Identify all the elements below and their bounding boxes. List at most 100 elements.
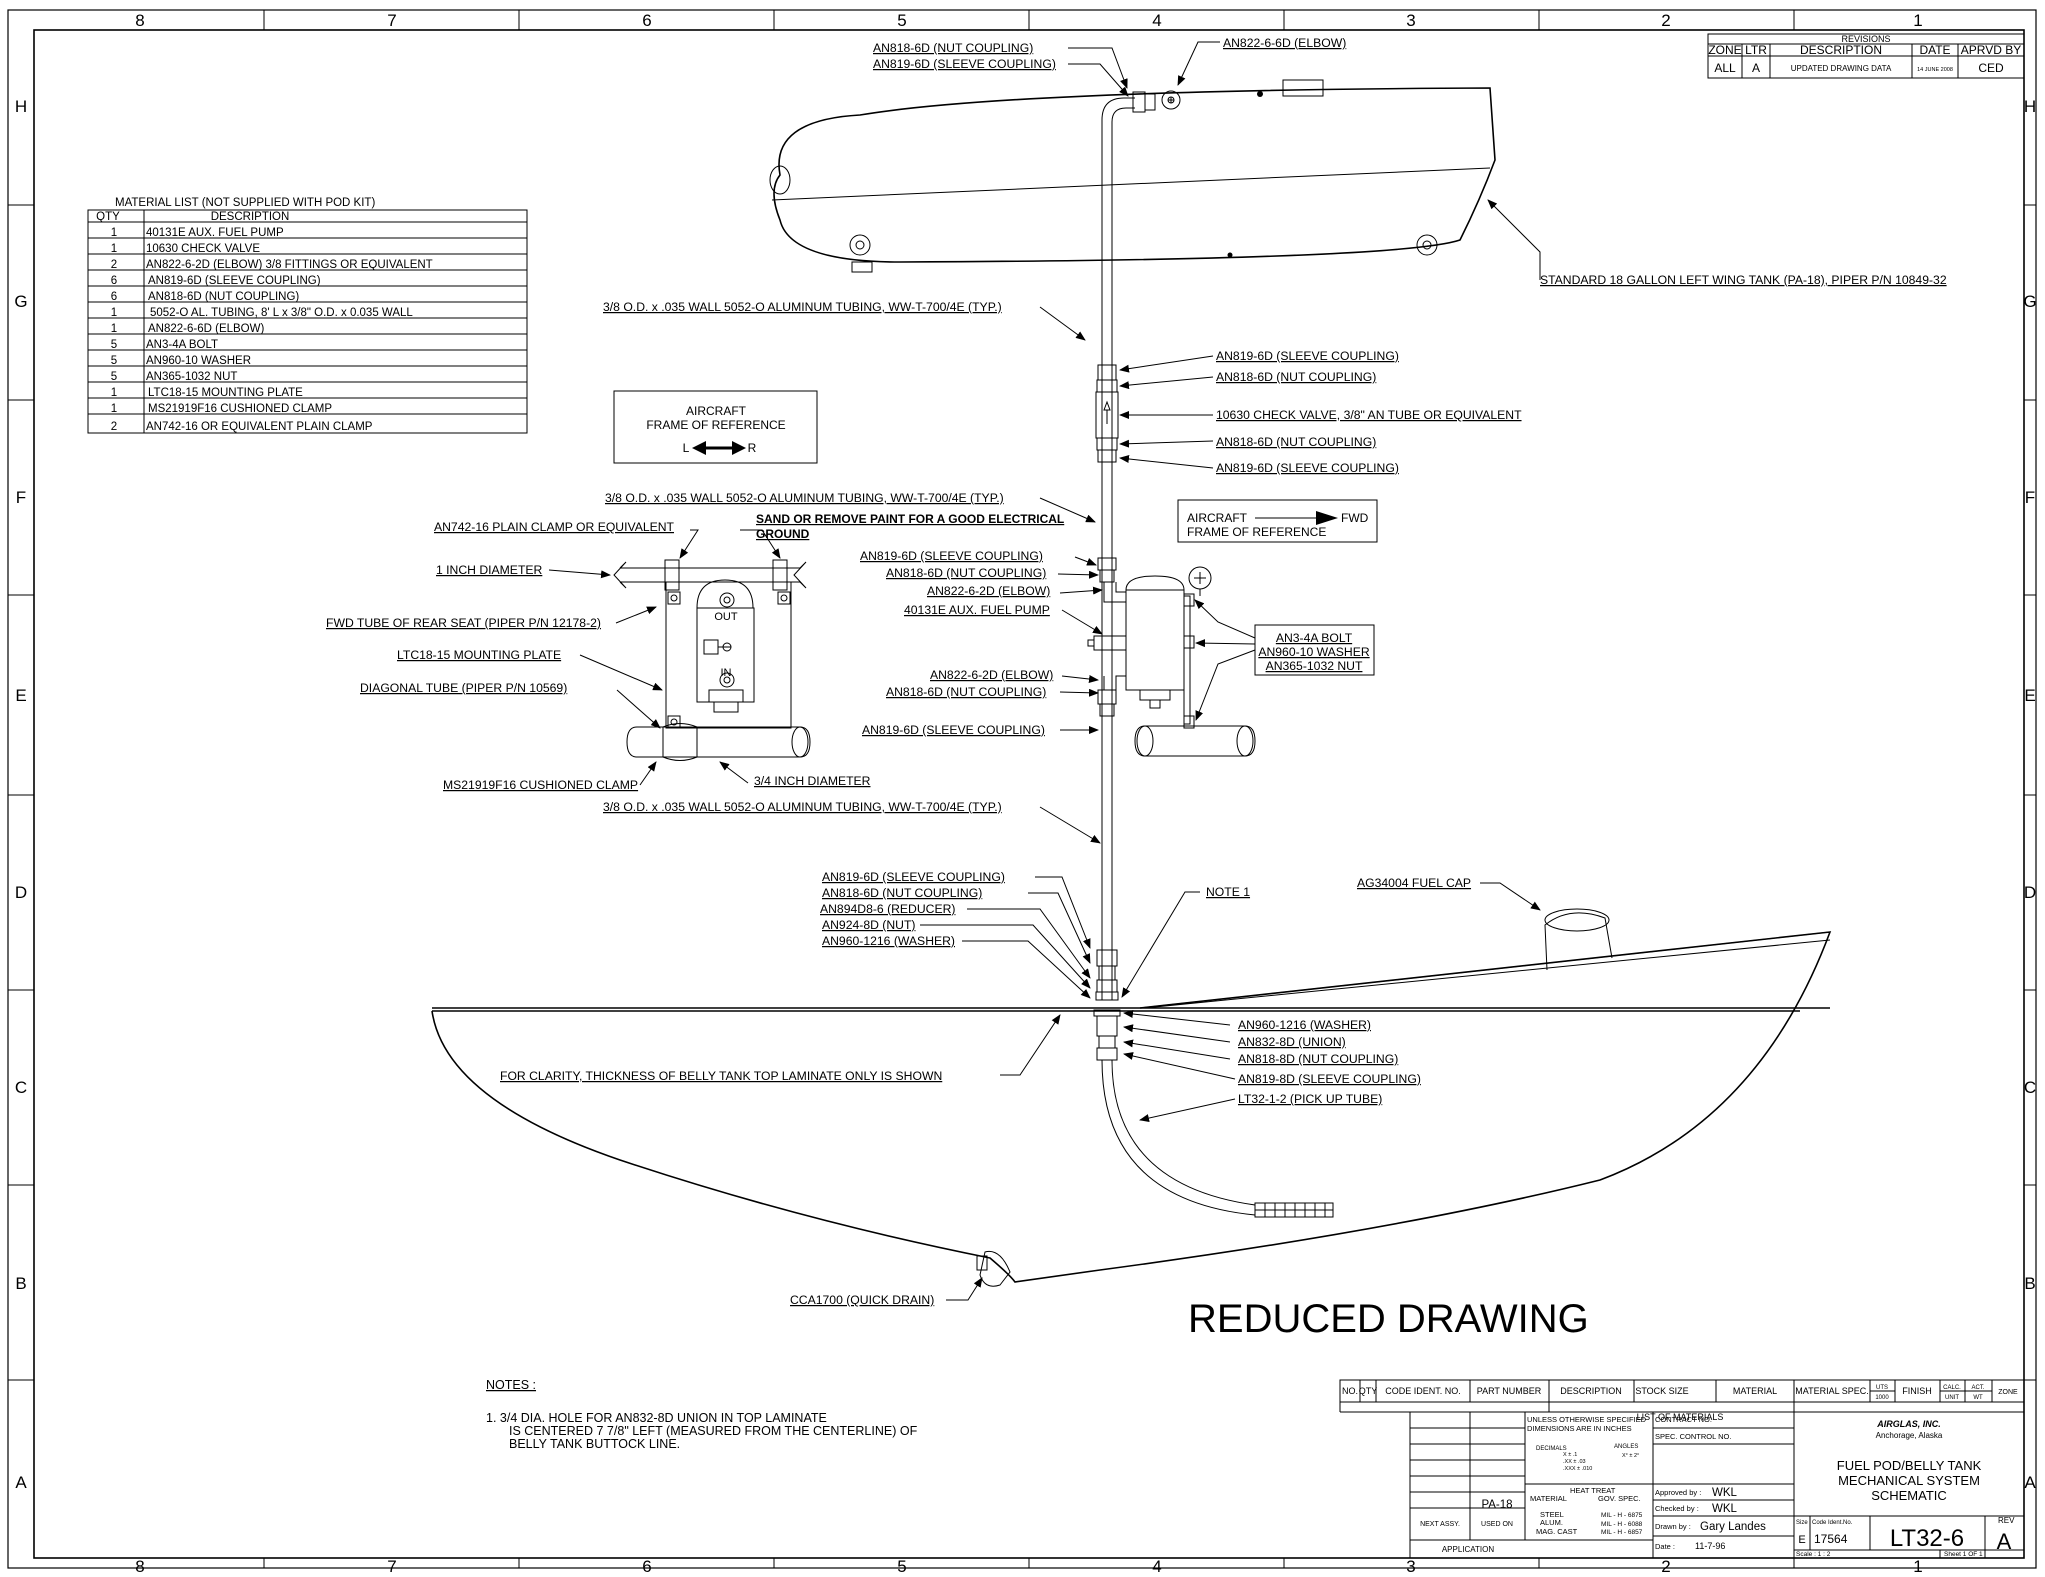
callout-d-reducer: AN894D8-6 (REDUCER) bbox=[820, 902, 955, 916]
belly-tank bbox=[431, 931, 1832, 1283]
callout-tubing-1: 3/8 O.D. x .035 WALL 5052-O ALUMINUM TUB… bbox=[603, 300, 1002, 314]
check-valve bbox=[1095, 364, 1119, 463]
rev-header: DESCRIPTION bbox=[1800, 43, 1882, 57]
ml-desc: AN742-16 OR EQUIVALENT PLAIN CLAMP bbox=[146, 421, 373, 433]
rev-header: APRVD BY bbox=[1961, 43, 2021, 57]
lom-header: QTY bbox=[1359, 1386, 1378, 1396]
frame-ref-text: AIRCRAFT bbox=[686, 404, 747, 418]
used-on-label: USED ON bbox=[1481, 1521, 1513, 1528]
lom-header: NO. bbox=[1342, 1386, 1358, 1396]
quick-drain bbox=[976, 1250, 1011, 1287]
col-label-bottom: 7 bbox=[387, 1557, 396, 1576]
tolerance-text: .XX ± .03 bbox=[1563, 1459, 1586, 1465]
callout-quick-drain: CCA1700 (QUICK DRAIN) bbox=[790, 1293, 934, 1307]
ml-qty: 2 bbox=[111, 421, 117, 433]
lom-header: FINISH bbox=[1902, 1386, 1932, 1396]
col-label-bottom: 6 bbox=[642, 1557, 651, 1576]
frame-of-reference-fwd: AIRCRAFT FRAME OF REFERENCE FWD bbox=[1177, 499, 1378, 543]
lom-header: MATERIAL SPEC. bbox=[1795, 1386, 1869, 1396]
application-label: APPLICATION bbox=[1442, 1545, 1495, 1554]
callout-d-818: AN818-6D (NUT COUPLING) bbox=[822, 886, 982, 900]
lom-header: CODE IDENT. NO. bbox=[1385, 1386, 1461, 1396]
col-label-top: 4 bbox=[1152, 11, 1161, 30]
heat-treat: MIL - H - 6088 bbox=[1601, 1521, 1643, 1528]
tolerance-text: .XXX ± .010 bbox=[1563, 1466, 1592, 1472]
date-value: 11-7-96 bbox=[1695, 1541, 1725, 1551]
date-label: Date : bbox=[1655, 1542, 1675, 1551]
heat-treat: MATERIAL bbox=[1530, 1494, 1567, 1503]
rev-header: ZONE bbox=[1708, 43, 1741, 57]
drawing-title: FUEL POD/BELLY TANK bbox=[1837, 1458, 1982, 1473]
lom-header: DESCRIPTION bbox=[1560, 1386, 1622, 1396]
frame-ref-text: AIRCRAFT bbox=[1187, 511, 1248, 525]
row-label-left: F bbox=[16, 488, 26, 507]
ml-qty: 6 bbox=[111, 275, 117, 287]
company-location: Anchorage, Alaska bbox=[1876, 1431, 1943, 1440]
ml-desc: 5052-O AL. TUBING, 8' L x 3/8" O.D. x 0.… bbox=[150, 307, 413, 319]
sheet-label: Sheet 1 OF 1 bbox=[1944, 1551, 1983, 1558]
material-list-table: MATERIAL LIST (NOT SUPPLIED WITH POD KIT… bbox=[87, 197, 528, 434]
aux-fuel-pump bbox=[1087, 566, 1256, 757]
col-label-top: 2 bbox=[1661, 11, 1670, 30]
revisions-title: REVISIONS bbox=[1841, 34, 1890, 44]
lom-header: CALC. bbox=[1943, 1385, 1961, 1391]
row-label-left: H bbox=[15, 97, 27, 116]
lom-header: PART NUMBER bbox=[1477, 1386, 1542, 1396]
callout-an819-top: AN819-6D (SLEEVE COUPLING) bbox=[873, 57, 1056, 71]
contract-no: CONTRACT NO. bbox=[1655, 1415, 1712, 1424]
ml-desc: 10630 CHECK VALVE bbox=[146, 243, 260, 255]
callout-tubing-2: 3/8 O.D. x .035 WALL 5052-O ALUMINUM TUB… bbox=[605, 491, 1004, 505]
row-label-right: A bbox=[2024, 1473, 2036, 1492]
ml-qty: 5 bbox=[111, 371, 117, 383]
heat-treat: HEAT TREAT bbox=[1570, 1486, 1616, 1495]
main-fuel-tube bbox=[1101, 97, 1135, 1000]
material-list-title: MATERIAL LIST (NOT SUPPLIED WITH POD KIT… bbox=[115, 197, 375, 209]
col-label-top: 8 bbox=[135, 11, 144, 30]
tolerance-text: X° ± 2° bbox=[1622, 1453, 1639, 1459]
rev-cell: 14 JUNE 2008 bbox=[1917, 67, 1953, 73]
row-label-right: H bbox=[2024, 97, 2036, 116]
callout-washer: AN960-10 WASHER bbox=[1258, 645, 1370, 659]
callout-three-quarter: 3/4 INCH DIAMETER bbox=[754, 774, 871, 788]
tolerance-text: DECIMALS bbox=[1536, 1446, 1567, 1452]
callout-wing-tank: STANDARD 18 GALLON LEFT WING TANK (PA-18… bbox=[1540, 273, 1947, 287]
lom-title: LIST OF MATERIALS bbox=[1637, 1412, 1724, 1422]
lom-header: WT bbox=[1973, 1395, 1983, 1401]
size-label: Size bbox=[1796, 1520, 1808, 1526]
callout-d-washer: AN960-1216 (WASHER) bbox=[822, 934, 955, 948]
callout-check-valve: 10630 CHECK VALVE, 3/8" AN TUBE OR EQUIV… bbox=[1216, 408, 1522, 422]
rev-header: DATE bbox=[1919, 43, 1950, 57]
scale-label: Scale : 1 : 2 bbox=[1796, 1551, 1831, 1558]
lom-header: UNIT bbox=[1945, 1395, 1959, 1401]
ml-desc: 40131E AUX. FUEL PUMP bbox=[146, 227, 284, 239]
callout-p-822b: AN822-6-2D (ELBOW) bbox=[930, 668, 1053, 682]
callout-an822-66: AN822-6-6D (ELBOW) bbox=[1223, 36, 1346, 50]
ml-qty: 1 bbox=[111, 227, 117, 239]
drawing-border: 8 7 6 5 4 3 2 1 8 7 6 5 4 3 2 1 H G F E … bbox=[7, 9, 2037, 1576]
callout-cv-818b: AN818-6D (NUT COUPLING) bbox=[1216, 435, 1376, 449]
row-label-left: C bbox=[15, 1078, 27, 1097]
callout-d-819: AN819-6D (SLEEVE COUPLING) bbox=[822, 870, 1005, 884]
frame-ref-fwd: FWD bbox=[1341, 511, 1369, 525]
ml-header: DESCRIPTION bbox=[211, 211, 290, 223]
wing-tank bbox=[769, 79, 1496, 273]
col-label-top: 5 bbox=[897, 11, 906, 30]
row-label-right: D bbox=[2024, 883, 2036, 902]
ml-qty: 5 bbox=[111, 339, 117, 351]
callout-c-pickup: LT32-1-2 (PICK UP TUBE) bbox=[1238, 1092, 1382, 1106]
callout-cv-819a: AN819-6D (SLEEVE COUPLING) bbox=[1216, 349, 1399, 363]
callout-clarity: FOR CLARITY, THICKNESS OF BELLY TANK TOP… bbox=[500, 1069, 942, 1083]
lom-header: ZONE bbox=[1998, 1389, 2018, 1396]
callout-sand-paint-2: GROUND bbox=[756, 527, 810, 541]
col-label-top: 6 bbox=[642, 11, 651, 30]
rev-cell: ALL bbox=[1714, 61, 1736, 75]
callout-sand-paint: SAND OR REMOVE PAINT FOR A GOOD ELECTRIC… bbox=[756, 512, 1064, 526]
ml-desc: AN3-4A BOLT bbox=[146, 339, 218, 351]
tolerance-text: DIMENSIONS ARE IN INCHES bbox=[1527, 1424, 1632, 1433]
col-label-top: 3 bbox=[1406, 11, 1415, 30]
callout-p-pump: 40131E AUX. FUEL PUMP bbox=[904, 603, 1050, 617]
col-label-top: 7 bbox=[387, 11, 396, 30]
frame-of-reference-lr: AIRCRAFT FRAME OF REFERENCE L R bbox=[613, 390, 818, 464]
callout-p-818b: AN818-6D (NUT COUPLING) bbox=[886, 685, 1046, 699]
tolerance-text: ANGLES bbox=[1614, 1444, 1638, 1450]
